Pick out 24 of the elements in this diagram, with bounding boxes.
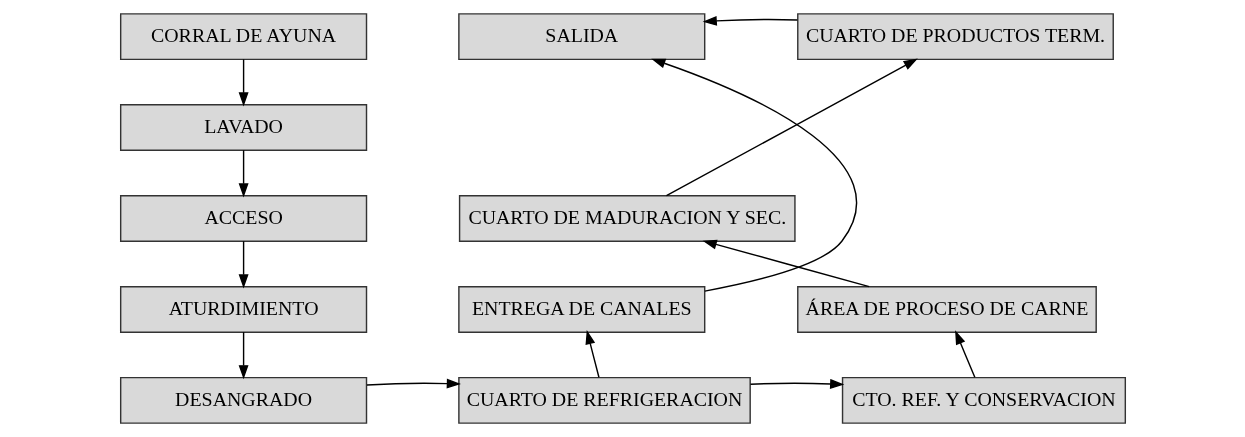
arrow — [954, 330, 975, 378]
arrow — [650, 58, 857, 292]
arrow — [702, 239, 870, 288]
arrow — [238, 58, 249, 107]
arrow — [702, 15, 798, 26]
node-box: CUARTO DE REFRIGERACION — [457, 376, 751, 424]
arrow — [238, 240, 249, 289]
arrow — [749, 378, 844, 389]
arrow — [585, 330, 600, 378]
node-box: ENTREGA DE CANALES — [457, 286, 705, 333]
node-box: CUARTO DE PRODUCTOS TERM. — [796, 13, 1114, 61]
arrow — [238, 149, 249, 198]
node-box: LAVADO — [119, 104, 367, 151]
arrow — [365, 378, 461, 389]
node-box: SALIDA — [457, 13, 705, 61]
node-box: CORRAL DE AYUNA — [119, 13, 367, 61]
arrow — [238, 331, 249, 380]
node-box: ATURDIMIENTO — [119, 286, 367, 333]
node-box: CUARTO DE MADURACION Y SEC. — [458, 195, 796, 242]
node-box: DESANGRADO — [119, 376, 367, 424]
node-box: CTO. REF. Y CONSERVACION — [841, 376, 1126, 424]
node-box: ÁREA DE PROCESO DE CARNE — [796, 286, 1097, 333]
arrow — [665, 58, 918, 197]
node-box: ACCESO — [119, 195, 367, 242]
